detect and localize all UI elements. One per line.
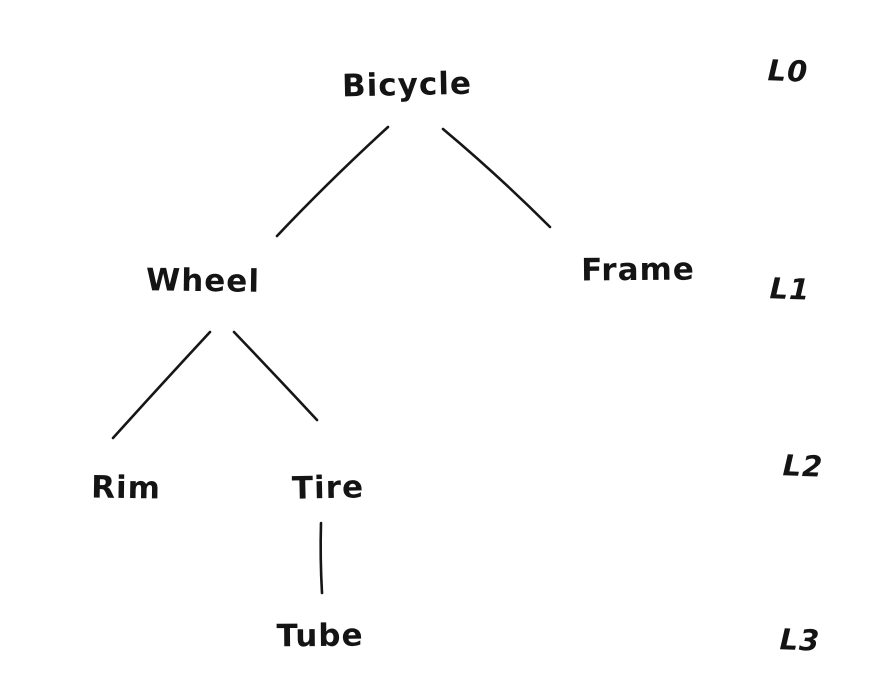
edge-wheel-rim: [111, 330, 212, 440]
level-label-l1: L1: [769, 271, 811, 307]
edge-bicycle-wheel: [275, 125, 390, 238]
edge-bicycle-frame: [441, 127, 552, 229]
level-label-l2: L2: [782, 448, 824, 484]
level-label-l3: L3: [779, 622, 821, 658]
node-bicycle: Bicycle: [341, 65, 473, 105]
node-rim: Rim: [90, 469, 162, 507]
level-label-l0: L0: [767, 53, 809, 89]
node-tire: Tire: [291, 469, 365, 507]
node-wheel: Wheel: [145, 262, 261, 300]
edge-tire-tube: [319, 521, 324, 595]
edge-wheel-tire: [232, 330, 319, 422]
node-frame: Frame: [580, 251, 696, 289]
node-tube: Tube: [276, 617, 364, 655]
